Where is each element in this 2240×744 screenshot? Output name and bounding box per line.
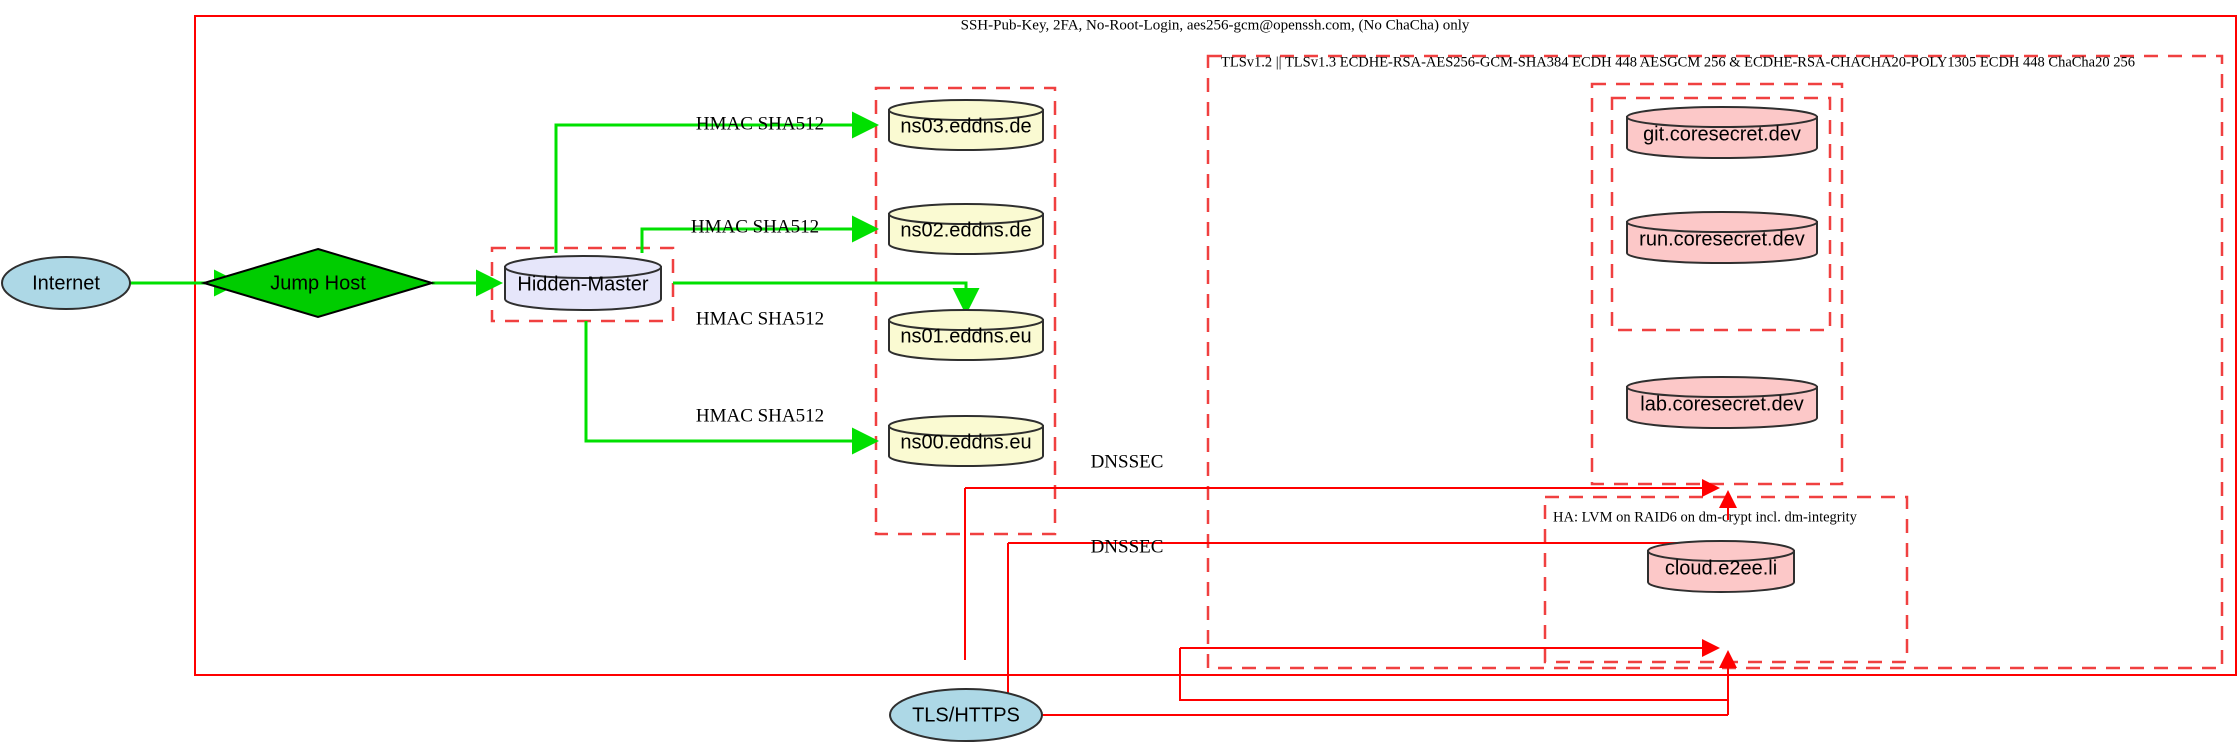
run-top (1626, 211, 1818, 233)
cloud-label: cloud.e2ee.li (1665, 557, 1777, 579)
ssh-zone-label: SSH-Pub-Key, 2FA, No-Root-Login, aes256-… (961, 17, 1470, 33)
internet-label: Internet (32, 272, 100, 294)
node-tls-https[interactable]: TLS/HTTPS (889, 688, 1043, 742)
node-jump-host[interactable]: Jump Host (200, 247, 436, 319)
node-ns03[interactable]: ns03.eddns.de (888, 99, 1044, 151)
node-ns02[interactable]: ns02.eddns.de (888, 203, 1044, 255)
ns01-label: ns01.eddns.eu (900, 325, 1031, 347)
ns03-top (888, 99, 1044, 121)
run-body (1626, 221, 1818, 264)
tls-https-label: TLS/HTTPS (912, 704, 1020, 726)
node-cloud-e2ee[interactable]: cloud.e2ee.li (1647, 540, 1795, 593)
git-body (1626, 116, 1818, 159)
ns01-top (888, 309, 1044, 331)
ns00-label: ns00.eddns.eu (900, 431, 1031, 453)
ns00-body (888, 425, 1044, 467)
ns02-body (888, 213, 1044, 255)
ns01-body (888, 319, 1044, 361)
tls-https-ellipse (889, 688, 1043, 742)
edge-label-hmac-ns03: HMAC SHA512 (696, 113, 824, 134)
tls-zone-boundary (1206, 54, 2224, 670)
tls-zone-label: TLSv1.2 || TLSv1.3 ECDHE-RSA-AES256-GCM-… (1221, 54, 2135, 70)
link-hiddenmaster-ns01 (673, 281, 980, 315)
lab-top (1626, 376, 1818, 398)
ns02-top (888, 203, 1044, 225)
ns02-label: ns02.eddns.de (900, 219, 1031, 241)
ns00-top (888, 415, 1044, 437)
link-hiddenmaster-ns02 (640, 215, 879, 253)
internet-ellipse (1, 256, 131, 310)
hidden-master-top (504, 255, 662, 279)
node-ns01[interactable]: ns01.eddns.eu (888, 309, 1044, 361)
ns03-body (888, 109, 1044, 151)
jump-host-diamond (200, 247, 436, 319)
node-lab-coresecret[interactable]: lab.coresecret.dev (1626, 376, 1818, 429)
ha-zone-label: HA: LVM on RAID6 on dm-crypt incl. dm-in… (1553, 509, 1858, 525)
hidden-master-body (504, 266, 662, 311)
cloud-top (1647, 540, 1795, 562)
edge-label-hmac-ns01: HMAC SHA512 (696, 308, 824, 329)
cloud-body (1647, 550, 1795, 593)
ssh-zone-boundary (194, 15, 2237, 676)
node-run-coresecret[interactable]: run.coresecret.dev (1626, 211, 1818, 264)
node-ns00[interactable]: ns00.eddns.eu (888, 415, 1044, 467)
ns03-label: ns03.eddns.de (900, 115, 1031, 137)
lab-label: lab.coresecret.dev (1640, 393, 1803, 415)
edge-label-dnssec-upper: DNSSEC (1091, 451, 1164, 472)
node-git-coresecret[interactable]: git.coresecret.dev (1626, 106, 1818, 159)
link-hiddenmaster-ns03 (554, 111, 879, 253)
coresecret-inner-boundary (1610, 96, 1832, 332)
edge-label-hmac-ns00: HMAC SHA512 (696, 405, 824, 426)
run-label: run.coresecret.dev (1639, 228, 1805, 250)
git-label: git.coresecret.dev (1643, 123, 1801, 145)
link-tlshttps-to-ha (1179, 648, 1728, 701)
hidden-master-label: Hidden-Master (517, 273, 649, 295)
git-top (1626, 106, 1818, 128)
lab-body (1626, 386, 1818, 429)
node-internet[interactable]: Internet (1, 256, 131, 310)
edge-label-dnssec-lower: DNSSEC (1091, 536, 1164, 557)
link-hiddenmaster-ns00 (584, 321, 879, 455)
edge-label-hmac-ns02: HMAC SHA512 (691, 216, 819, 237)
jump-host-label: Jump Host (270, 272, 366, 294)
node-hidden-master[interactable]: Hidden-Master (504, 255, 662, 311)
